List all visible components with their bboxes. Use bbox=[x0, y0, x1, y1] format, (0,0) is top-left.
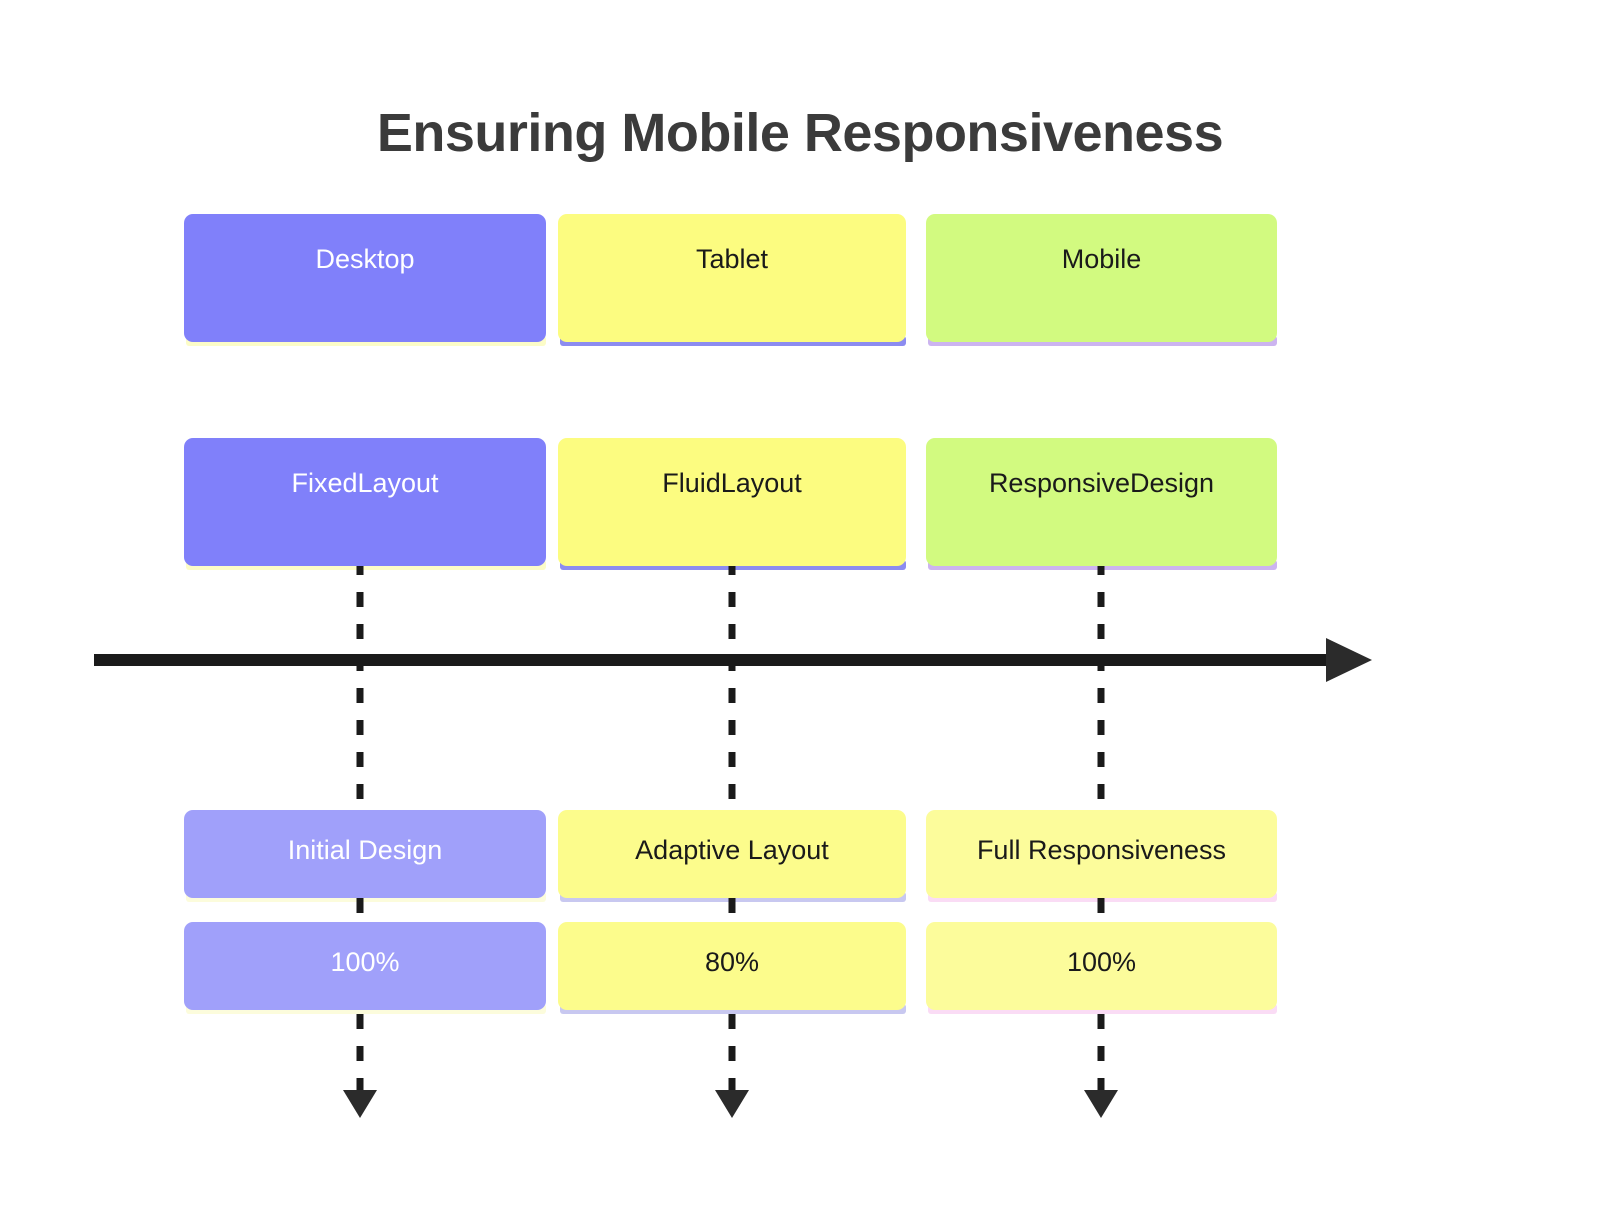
timeline-axis-arrow bbox=[94, 638, 1372, 682]
node-mobile[interactable]: Mobile bbox=[926, 214, 1277, 342]
node-value-2-label: 80% bbox=[704, 947, 760, 977]
node-fluidlayout-label: FluidLayout bbox=[662, 468, 802, 498]
node-responsivedesign[interactable]: ResponsiveDesign bbox=[926, 438, 1277, 566]
node-mobile-label: Mobile bbox=[1061, 244, 1142, 274]
outflow-arrow-column-1 bbox=[343, 1014, 377, 1118]
node-value-3-label: 100% bbox=[1066, 947, 1137, 977]
node-desktop[interactable]: Desktop bbox=[184, 214, 546, 342]
connector-column-2-value bbox=[728, 898, 736, 924]
node-value-2[interactable]: 80% bbox=[558, 922, 906, 1010]
node-tablet[interactable]: Tablet bbox=[558, 214, 906, 342]
node-full-responsiveness-label: Full Responsiveness bbox=[976, 835, 1227, 865]
outflow-arrow-column-2 bbox=[715, 1014, 749, 1118]
connector-column-3-value bbox=[1097, 898, 1105, 924]
node-responsivedesign-label: ResponsiveDesign bbox=[988, 468, 1215, 498]
node-value-1-label: 100% bbox=[330, 947, 400, 977]
connector-column-3 bbox=[1097, 560, 1105, 820]
node-initial-design[interactable]: Initial Design bbox=[184, 810, 546, 898]
node-fluidlayout[interactable]: FluidLayout bbox=[558, 438, 906, 566]
outflow-arrow-column-3 bbox=[1084, 1014, 1118, 1118]
node-full-responsiveness[interactable]: Full Responsiveness bbox=[926, 810, 1277, 898]
page-title: Ensuring Mobile Responsiveness bbox=[376, 103, 1224, 163]
node-fixedlayout-label: FixedLayout bbox=[291, 468, 439, 498]
node-fixedlayout[interactable]: FixedLayout bbox=[184, 438, 546, 566]
node-value-3[interactable]: 100% bbox=[926, 922, 1277, 1010]
node-adaptive-layout-label: Adaptive Layout bbox=[635, 835, 829, 865]
node-tablet-label: Tablet bbox=[695, 244, 769, 274]
node-desktop-label: Desktop bbox=[315, 244, 415, 274]
connector-column-1 bbox=[356, 560, 364, 820]
connector-column-2 bbox=[728, 560, 736, 820]
node-value-1[interactable]: 100% bbox=[184, 922, 546, 1010]
node-initial-design-label: Initial Design bbox=[287, 835, 443, 865]
node-adaptive-layout[interactable]: Adaptive Layout bbox=[558, 810, 906, 898]
connector-column-1-value bbox=[356, 898, 364, 924]
